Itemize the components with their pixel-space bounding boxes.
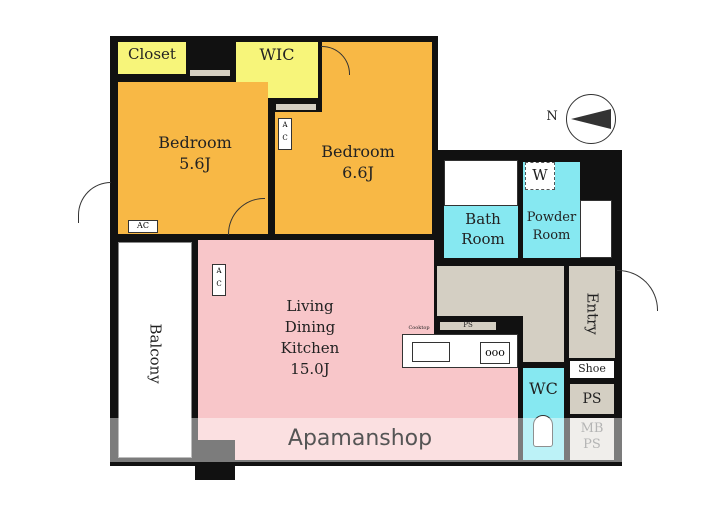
living-dining-kitchen [400,368,518,460]
wic-label: WIC [259,45,295,64]
ps-shaft [440,322,496,330]
ps-shaft [276,104,316,110]
balcony-label: Balcony [146,323,165,384]
mb-ps [570,418,614,460]
ldk-line-2: Dining [284,318,336,336]
bedroom-2-size: 6.6J [342,163,374,182]
stove: ooo [480,342,510,364]
ps-shaft [190,70,230,76]
compass-north: N [546,109,558,124]
shoe-cabinet [570,361,614,378]
watermark-text: Apamanshop [287,426,433,451]
ps-label: PS [463,321,473,329]
wc-label: WC [529,379,558,398]
mbps-line-2: PS [583,437,601,452]
vanity [580,200,612,258]
kitchen-counter [402,334,518,368]
powder-line-1: Powder [526,210,577,225]
entry [569,266,615,358]
compass-icon [566,94,616,144]
closet-room [118,42,186,74]
cooktop-label: Cooktop [408,325,430,331]
structural-column [195,440,235,480]
toilet [533,415,553,447]
hallway [523,316,564,362]
bath-room [444,206,518,258]
closet-label: Closet [128,45,176,63]
mbps-line-1: MB [580,421,604,436]
bath-line-2: Room [461,230,505,248]
ac-unit: AC [128,220,158,233]
washer-space [525,162,555,190]
hallway [437,266,564,316]
balcony [118,242,192,458]
bedroom-2-name: Bedroom [321,142,395,161]
living-dining-kitchen [198,240,434,460]
ldk-line-3: Kitchen [280,339,340,357]
shoe-label: Shoe [578,362,606,375]
ps-label: PS [582,391,602,407]
entry-label: Entry [583,292,602,335]
balcony-door [78,182,111,223]
bathtub [444,160,518,206]
ldk-size: 15.0J [290,360,330,378]
ldk-line-1: Living [286,297,334,315]
bedroom-1-size: 5.6J [179,154,211,173]
ps-shaft [570,384,614,414]
bedroom-1-name: Bedroom [158,133,232,152]
entry-door [617,270,658,311]
sink [412,342,450,362]
washer-label: W [532,166,548,184]
watermark-band [110,418,622,462]
bath-line-1: Bath [465,210,501,228]
powder-line-2: Room [532,228,571,243]
